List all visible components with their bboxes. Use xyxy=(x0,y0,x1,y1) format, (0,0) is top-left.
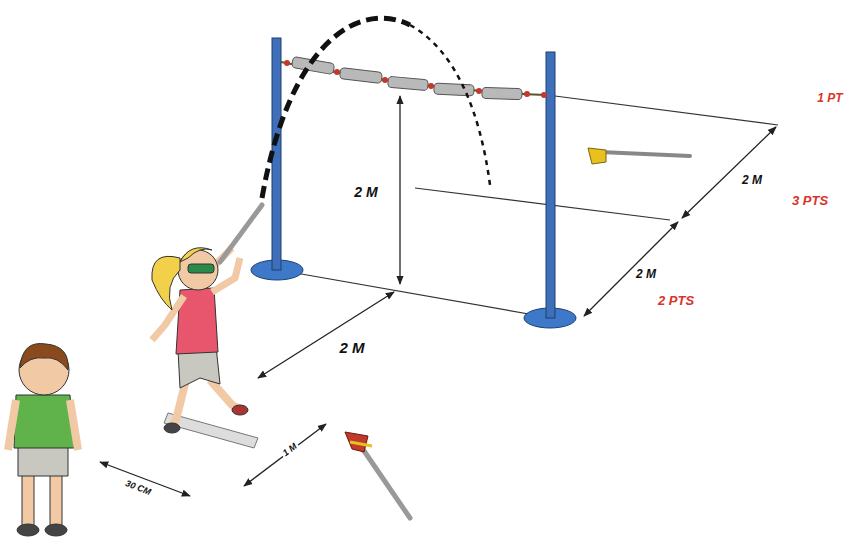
score-label: 2 PTS xyxy=(656,293,696,308)
trajectory xyxy=(262,18,490,198)
score-label: 3 PTS xyxy=(790,193,830,208)
javelin-landed xyxy=(588,148,690,164)
dimension-label: 2 M xyxy=(352,184,379,200)
dimension-label: 2 M xyxy=(634,267,658,281)
javelin xyxy=(345,432,410,518)
high-poles xyxy=(251,38,576,328)
dimension-label: 2 M xyxy=(337,339,366,356)
field-lines xyxy=(290,96,778,316)
dimension-label: 2 M xyxy=(740,173,764,187)
girl-thrower xyxy=(152,205,262,433)
boy-judge xyxy=(8,344,78,537)
dimension-arrows xyxy=(100,96,776,496)
score-label: 1 PT xyxy=(815,91,844,105)
rope xyxy=(281,56,547,99)
